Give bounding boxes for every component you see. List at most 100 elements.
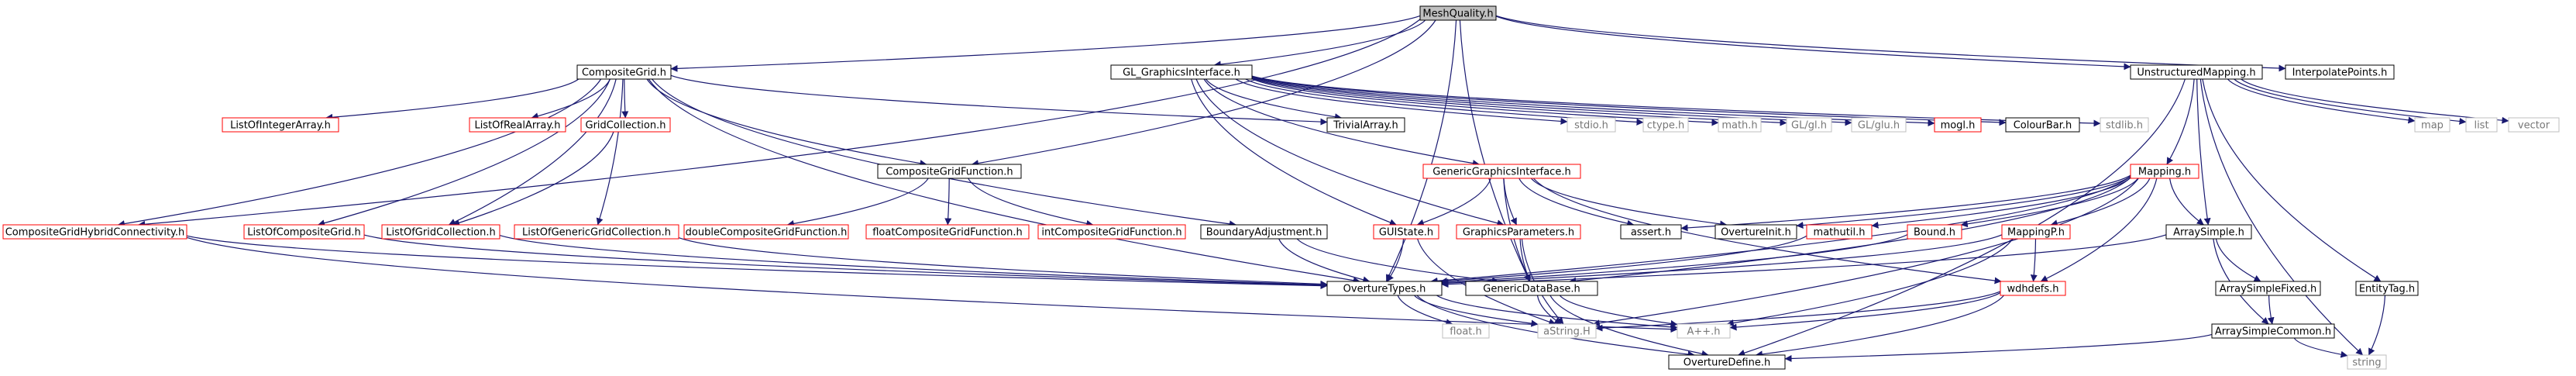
- edge-mapping-to-arraysimple: [2168, 178, 2204, 226]
- node-glgl-label: GL/gl.h: [1791, 120, 1827, 132]
- edge-mapping-to-genericdatabase: [1569, 177, 2131, 285]
- node-meshquality[interactable]: MeshQuality.h: [1419, 5, 1497, 21]
- node-astring[interactable]: aString.H: [1537, 323, 1597, 339]
- edge-compositegrid-to-gridcollection: [621, 78, 629, 119]
- node-floatcompositegridfunction[interactable]: floatCompositeGridFunction.h: [865, 224, 1030, 240]
- edge-arraysimplecommon-to-overturedefine: [1784, 333, 2213, 362]
- node-compositegridhybridconnectivity[interactable]: CompositeGridHybridConnectivity.h: [2, 224, 187, 240]
- node-bound[interactable]: Bound.h: [1907, 224, 1962, 240]
- node-string[interactable]: string: [2347, 354, 2387, 370]
- node-mappingp[interactable]: MappingP.h: [2001, 224, 2071, 240]
- node-stdio-label: stdio.h: [1574, 120, 1608, 132]
- edge-compositegridfunction-to-doublecompositegridfunction: [786, 178, 929, 227]
- edge-gl_graphicsinterface-to-genericgraphicsinterface: [1203, 78, 1480, 167]
- node-floath[interactable]: float.h: [1442, 323, 1490, 339]
- edge-listofgridcollection-to-overturetypes: [499, 234, 1328, 288]
- node-overturetypes[interactable]: OvertureTypes.h: [1326, 281, 1443, 296]
- node-overturedefine[interactable]: OvertureDefine.h: [1668, 354, 1786, 370]
- node-assert[interactable]: assert.h: [1620, 224, 1682, 240]
- edge-listofcompositegrid-to-overturetypes: [363, 234, 1328, 289]
- node-overturedefine-box: [1668, 354, 1786, 370]
- node-doublecompositegridfunction[interactable]: doubleCompositeGridFunction.h: [683, 224, 849, 240]
- node-genericgraphicsinterface[interactable]: GenericGraphicsInterface.h: [1422, 164, 1581, 179]
- node-overtureinit-label: OvertureInit.h: [1721, 227, 1791, 239]
- node-arraysimplefixed-box: [2215, 281, 2321, 296]
- node-listofgridcollection[interactable]: ListOfGridCollection.h: [381, 224, 500, 240]
- edge-compositegridhybridconnectivity-to-overturetypes: [186, 235, 1328, 290]
- node-compositegridfunction[interactable]: CompositeGridFunction.h: [877, 164, 1022, 179]
- node-ctype[interactable]: ctype.h: [1642, 117, 1689, 133]
- node-listofrealarray[interactable]: ListOfRealArray.h: [469, 117, 566, 133]
- edge-genericgraphicsinterface-to-guistate: [1416, 178, 1491, 226]
- node-trivialarray[interactable]: TrivialArray.h: [1326, 117, 1405, 133]
- edge-guistate-to-overturetypes: [1386, 238, 1405, 282]
- node-mathutil[interactable]: mathutil.h: [1806, 224, 1873, 240]
- node-wdhdefs[interactable]: wdhdefs.h: [2000, 281, 2066, 296]
- node-compositegrid-box: [576, 64, 672, 80]
- node-bound-label: Bound.h: [1914, 227, 1955, 239]
- node-colourbar-box: [2005, 117, 2080, 133]
- node-graphicsparameters-label: GraphicsParameters.h: [1463, 227, 1574, 239]
- node-gridcollection[interactable]: GridCollection.h: [580, 117, 671, 133]
- node-colourbar[interactable]: ColourBar.h: [2005, 117, 2080, 133]
- node-arraysimplefixed[interactable]: ArraySimpleFixed.h: [2215, 281, 2321, 296]
- node-unstructuredmapping[interactable]: UnstructuredMapping.h: [2130, 64, 2263, 80]
- edge-wdhdefs-to-astring: [1595, 291, 2001, 332]
- edge-wdhdefs-to-aplusplus: [1729, 291, 2001, 331]
- node-guistate-label: GUIState.h: [1379, 227, 1433, 239]
- edge-mathutil-to-overturetypes: [1439, 235, 1807, 285]
- edge-compositegrid-to-listofgenericgridcollection: [596, 78, 624, 226]
- node-interpolatepoints[interactable]: InterpolatePoints.h: [2285, 64, 2395, 80]
- node-mogl[interactable]: mogl.h: [1934, 117, 1982, 133]
- edge-mappingp-to-aplusplus: [1726, 238, 2014, 327]
- node-string-box: [2347, 354, 2387, 370]
- node-glglu[interactable]: GL/glu.h: [1851, 117, 1907, 133]
- node-guistate[interactable]: GUIState.h: [1373, 224, 1439, 240]
- edge-mapping-to-assert: [1680, 174, 2131, 232]
- node-glgl[interactable]: GL/gl.h: [1786, 117, 1832, 133]
- node-wdhdefs-label: wdhdefs.h: [2007, 284, 2058, 295]
- node-listofintegerarray[interactable]: ListOfIntegerArray.h: [222, 117, 339, 133]
- node-list[interactable]: list: [2465, 117, 2498, 133]
- node-aplusplus[interactable]: A++.h: [1677, 323, 1731, 339]
- node-floatcompositegridfunction-box: [865, 224, 1030, 240]
- node-graphicsparameters[interactable]: GraphicsParameters.h: [1456, 224, 1581, 240]
- edge-gl_graphicsinterface-to-stdlib: [1251, 75, 2101, 127]
- node-listofcompositegrid-label: ListOfCompositeGrid.h: [247, 227, 361, 239]
- node-floath-label: float.h: [1450, 326, 1482, 338]
- node-vector[interactable]: vector: [2508, 117, 2560, 133]
- node-glglu-label: GL/glu.h: [1858, 120, 1900, 132]
- node-stdlib[interactable]: stdlib.h: [2100, 117, 2149, 133]
- edge-gl_graphicsinterface-to-trivialarray: [1205, 78, 1342, 121]
- node-map[interactable]: map: [2414, 117, 2450, 133]
- node-arraysimplefixed-label: ArraySimpleFixed.h: [2220, 284, 2316, 295]
- node-entitytag[interactable]: EntityTag.h: [2355, 281, 2419, 296]
- node-mathutil-box: [1806, 224, 1873, 240]
- node-overturedefine-label: OvertureDefine.h: [1684, 357, 1770, 369]
- node-math-box: [1718, 117, 1762, 133]
- node-listofintegerarray-box: [222, 117, 339, 133]
- node-genericdatabase[interactable]: GenericDataBase.h: [1465, 281, 1598, 296]
- node-compositegrid[interactable]: CompositeGrid.h: [576, 64, 672, 80]
- edge-gl_graphicsinterface-to-glglu: [1251, 77, 1852, 126]
- node-arraysimple[interactable]: ArraySimple.h: [2165, 224, 2252, 240]
- node-meshquality-label: MeshQuality.h: [1422, 9, 1493, 20]
- node-listofcompositegrid[interactable]: ListOfCompositeGrid.h: [243, 224, 365, 240]
- node-mapping[interactable]: Mapping.h: [2130, 164, 2199, 179]
- node-boundaryadjustment[interactable]: BoundaryAdjustment.h: [1200, 224, 1328, 240]
- node-stdio[interactable]: stdio.h: [1567, 117, 1616, 133]
- node-listofgenericgridcollection[interactable]: ListOfGenericGridCollection.h: [514, 224, 679, 240]
- node-arraysimplecommon[interactable]: ArraySimpleCommon.h: [2211, 323, 2335, 339]
- edge-overturetypes-to-overturedefine: [1416, 295, 1695, 358]
- edge-mapping-to-astring: [1592, 178, 2139, 327]
- node-math[interactable]: math.h: [1718, 117, 1762, 133]
- node-intcompositegridfunction[interactable]: intCompositeGridFunction.h: [1037, 224, 1186, 240]
- dependency-edges: [117, 15, 2509, 362]
- node-map-label: map: [2421, 120, 2444, 132]
- node-listofrealarray-box: [469, 117, 566, 133]
- node-genericgraphicsinterface-box: [1422, 164, 1581, 179]
- node-gl_graphicsinterface[interactable]: GL_GraphicsInterface.h: [1110, 64, 1253, 80]
- node-overtureinit[interactable]: OvertureInit.h: [1714, 224, 1797, 240]
- node-arraysimple-box: [2165, 224, 2252, 240]
